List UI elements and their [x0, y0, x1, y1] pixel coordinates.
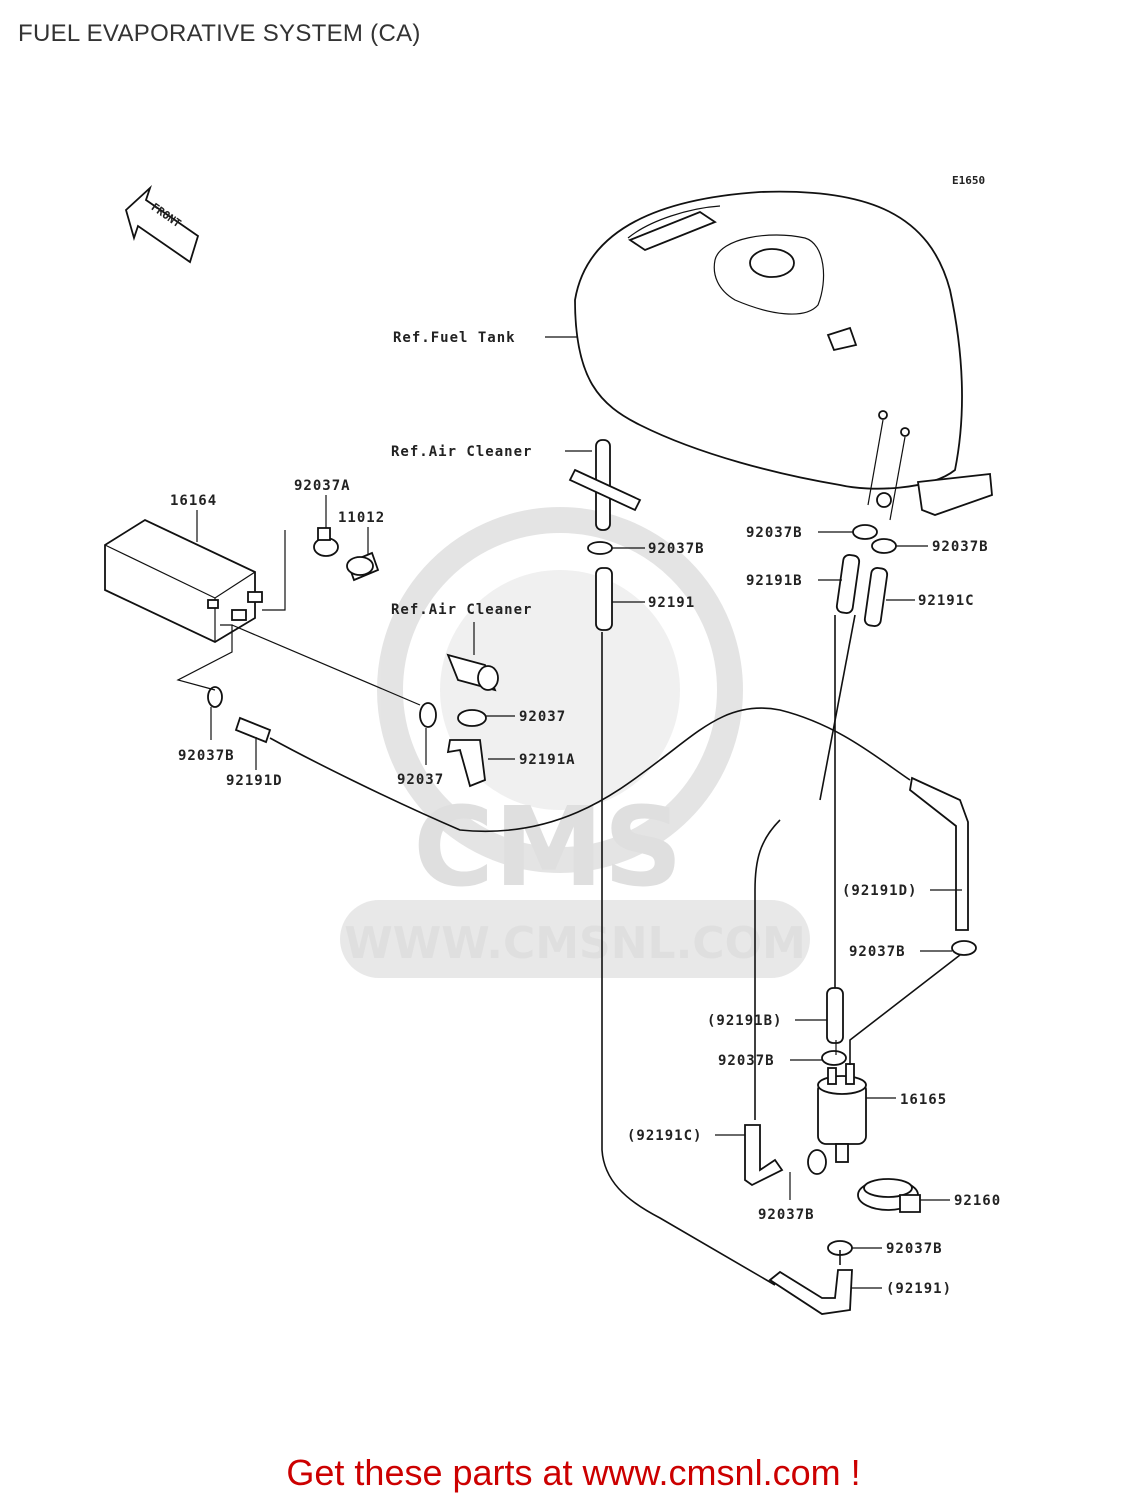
label-92037B-sep-top: 92037B — [718, 1053, 775, 1069]
label-92037B-canister: 92037B — [178, 748, 235, 764]
label-92191C: 92191C — [918, 593, 975, 609]
label-92037A: 92037A — [294, 478, 351, 494]
label-ref-air-cleaner-upper: Ref.Air Cleaner — [391, 444, 532, 460]
label-92191: 92191 — [648, 595, 695, 611]
clamp-92037A — [313, 527, 339, 557]
air-cleaner-hose-lower — [446, 653, 499, 692]
watermark-url: WWW.CMSNL.COM — [344, 918, 806, 969]
fuel-tank-outline — [574, 190, 993, 521]
label-92037B-bottom: 92037B — [886, 1241, 943, 1257]
label-92037-upper: 92037 — [519, 709, 566, 725]
label-92191B-paren: (92191B) — [707, 1013, 782, 1029]
footer-link[interactable]: Get these parts at www.cmsnl.com ! — [286, 1452, 861, 1493]
bracket-92160 — [857, 1178, 921, 1213]
label-ref-air-cleaner-lower: Ref.Air Cleaner — [391, 602, 532, 618]
label-92037B-center: 92037B — [648, 541, 705, 557]
label-92191D-paren: (92191D) — [842, 883, 917, 899]
watermark-brand: CMS — [413, 783, 682, 911]
label-16165: 16165 — [900, 1092, 947, 1108]
label-92191D: 92191D — [226, 773, 283, 789]
charcoal-canister — [104, 518, 263, 644]
front-arrow-icon: FRONT — [124, 184, 200, 264]
label-92037-lower: 92037 — [397, 772, 444, 788]
label-92191C-paren: (92191C) — [627, 1128, 702, 1144]
label-ref-fuel-tank: Ref.Fuel Tank — [393, 330, 516, 346]
label-92160: 92160 — [954, 1193, 1001, 1209]
leader-lines — [176, 336, 962, 1289]
cap-11012 — [346, 551, 380, 582]
diagram-code: E1650 — [952, 174, 985, 187]
label-92037B-tank-right: 92037B — [932, 539, 989, 555]
label-11012: 11012 — [338, 510, 385, 526]
separator-16165 — [817, 1063, 867, 1163]
page-title: FUEL EVAPORATIVE SYSTEM (CA) — [18, 20, 421, 47]
label-92037B-tank-left: 92037B — [746, 525, 803, 541]
label-92037B-right: 92037B — [849, 944, 906, 960]
clamps — [207, 524, 977, 1256]
label-92037B-sep-left: 92037B — [758, 1207, 815, 1223]
label-92191A: 92191A — [519, 752, 576, 768]
hose-routing-lines — [269, 614, 961, 1286]
label-92191B: 92191B — [746, 573, 803, 589]
label-16164: 16164 — [170, 493, 217, 509]
cms-watermark: CMS WWW.CMSNL.COM — [340, 507, 810, 978]
label-92191-paren: (92191) — [886, 1281, 952, 1297]
hose-segments — [234, 554, 969, 1315]
t-fitting-air-cleaner — [568, 439, 642, 531]
